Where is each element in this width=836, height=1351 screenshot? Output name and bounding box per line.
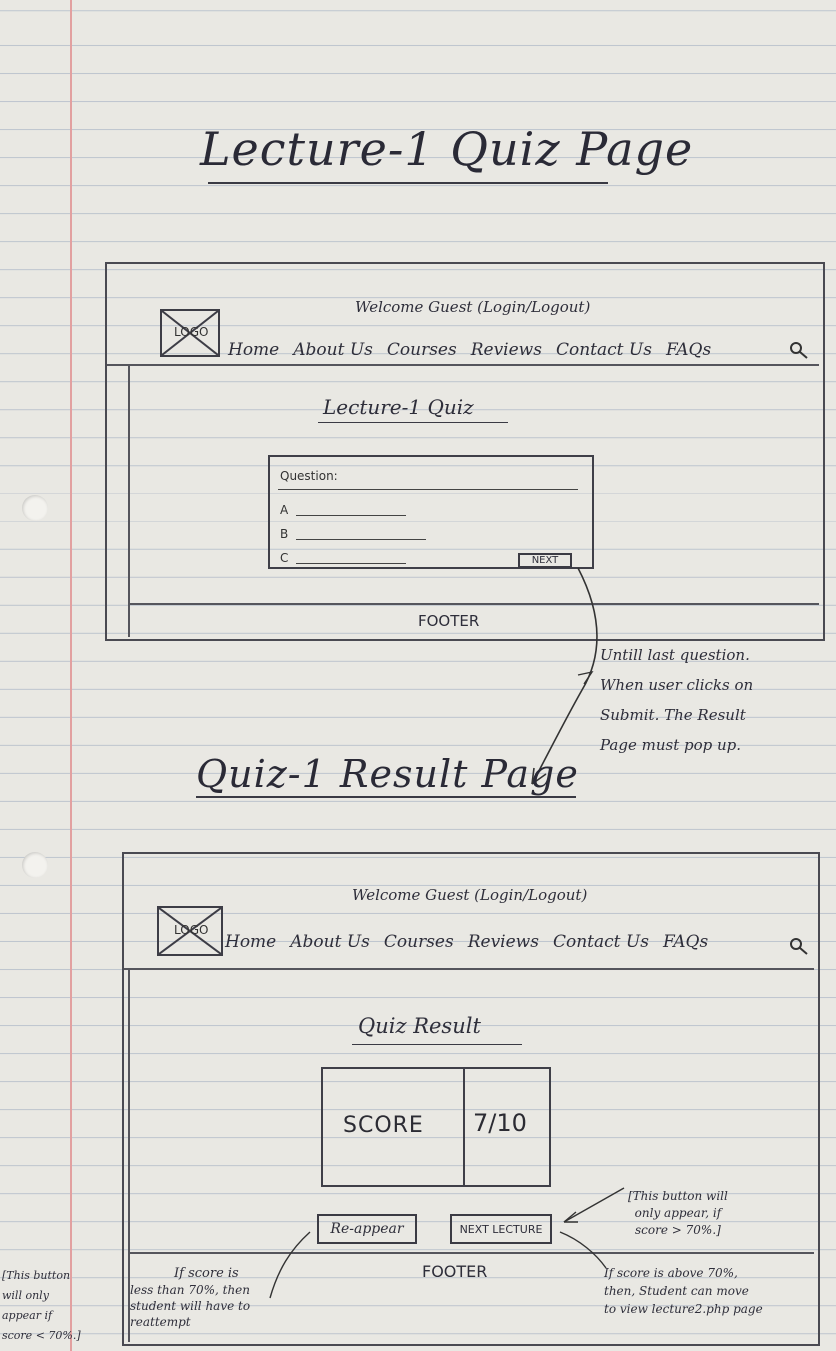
note-line: If score is above 70%,: [604, 1266, 738, 1280]
logo-text: LOGO: [174, 325, 209, 339]
question-line: [278, 489, 578, 490]
option-b[interactable]: B: [280, 527, 289, 541]
note-line: only appear, if: [634, 1206, 722, 1220]
note-line: score > 70%.]: [635, 1223, 721, 1237]
option-c[interactable]: C: [280, 551, 289, 565]
reappear-button[interactable]: Re-appear: [317, 1214, 417, 1244]
note-line: reattempt: [130, 1315, 191, 1329]
note-line: score < 70%.]: [2, 1329, 81, 1342]
result-page-wireframe: [122, 852, 820, 1346]
welcome-text[interactable]: Welcome Guest (Login/Logout): [355, 298, 591, 316]
logo-cross-icon: [162, 311, 218, 355]
option-a-line: [296, 515, 406, 516]
header-divider: [124, 968, 814, 970]
quiz-heading: Lecture-1 Quiz: [323, 395, 474, 419]
header-divider: [107, 364, 819, 366]
score-divider: [463, 1069, 465, 1185]
option-a[interactable]: A: [280, 503, 289, 517]
nav-home[interactable]: Home: [228, 340, 280, 360]
content-left-border: [128, 968, 130, 1342]
flow-note: Untill last question. When user clicks o…: [600, 640, 753, 760]
nav-reviews[interactable]: Reviews: [467, 932, 539, 952]
page-title-result: Quiz-1 Result Page: [196, 752, 579, 796]
notebook-margin-line: [70, 0, 72, 1351]
note-line: If score is: [174, 1266, 239, 1281]
title-underline: [208, 182, 608, 184]
content-left-border: [128, 364, 130, 637]
option-c-line: [296, 563, 406, 564]
note-line: to view lecture2.php page: [604, 1302, 763, 1316]
binder-hole: [22, 852, 48, 878]
footer-text: FOOTER: [418, 612, 480, 630]
question-box: Question: A B C NEXT: [268, 455, 594, 569]
next-lecture-button[interactable]: NEXT LECTURE: [450, 1214, 552, 1244]
main-nav: Home About Us Courses Reviews Contact Us…: [228, 340, 711, 360]
score-label: SCORE: [343, 1113, 424, 1138]
nav-faqs[interactable]: FAQs: [665, 340, 712, 360]
note-line: will only: [2, 1289, 49, 1302]
nav-courses[interactable]: Courses: [386, 340, 457, 360]
annotation-arrows: [269, 1187, 625, 1299]
logo-text: LOGO: [174, 923, 209, 937]
flow-arrow: [531, 567, 598, 785]
nav-courses[interactable]: Courses: [383, 932, 454, 952]
heading-underline: [318, 422, 508, 423]
heading-underline: [352, 1044, 522, 1045]
footer-divider: [128, 603, 819, 605]
nav-reviews[interactable]: Reviews: [470, 340, 542, 360]
nav-contact-us[interactable]: Contact Us: [552, 932, 649, 952]
below-70-note: If score is less than 70%, then student …: [130, 1266, 250, 1330]
score-value: 7/10: [473, 1109, 527, 1137]
note-line: less than 70%, then: [130, 1283, 250, 1297]
next-lecture-note: [This button will only appear, if score …: [628, 1188, 728, 1239]
flow-note-line: When user clicks on: [600, 676, 754, 694]
flow-note-line: Untill last question.: [600, 646, 750, 664]
logo-placeholder[interactable]: LOGO: [160, 309, 220, 357]
search-icon[interactable]: [788, 340, 808, 360]
note-line: student will have to: [130, 1299, 251, 1313]
nav-about-us[interactable]: About Us: [290, 932, 370, 952]
result-heading: Quiz Result: [358, 1014, 481, 1038]
nav-about-us[interactable]: About Us: [293, 340, 373, 360]
note-line: appear if: [2, 1309, 53, 1322]
title-underline: [196, 796, 576, 798]
next-button[interactable]: NEXT: [518, 553, 572, 568]
footer-text: FOOTER: [422, 1262, 488, 1281]
score-table: SCORE 7/10: [321, 1067, 551, 1187]
question-label: Question:: [280, 469, 338, 483]
flow-note-line: Submit. The Result: [600, 706, 746, 724]
nav-contact-us[interactable]: Contact Us: [555, 340, 652, 360]
flow-note-line: Page must pop up.: [600, 736, 742, 754]
page-title-quiz: Lecture-1 Quiz Page: [200, 122, 694, 176]
logo-cross-icon: [159, 908, 221, 954]
note-line: [This button will: [628, 1189, 728, 1203]
option-b-line: [296, 539, 426, 540]
binder-hole: [22, 495, 48, 521]
quiz-page-wireframe: [105, 262, 825, 641]
main-nav: Home About Us Courses Reviews Contact Us…: [225, 932, 708, 952]
note-line: [This button: [2, 1269, 71, 1282]
footer-divider: [128, 1252, 814, 1254]
above-70-note: If score is above 70%, then, Student can…: [604, 1264, 763, 1318]
nav-faqs[interactable]: FAQs: [662, 932, 709, 952]
welcome-text[interactable]: Welcome Guest (Login/Logout): [352, 886, 588, 904]
search-icon[interactable]: [788, 936, 808, 956]
note-line: then, Student can move: [604, 1284, 749, 1298]
reappear-side-note: [This button will only appear if score <…: [2, 1266, 81, 1346]
nav-home[interactable]: Home: [225, 932, 277, 952]
logo-placeholder[interactable]: LOGO: [157, 906, 223, 956]
